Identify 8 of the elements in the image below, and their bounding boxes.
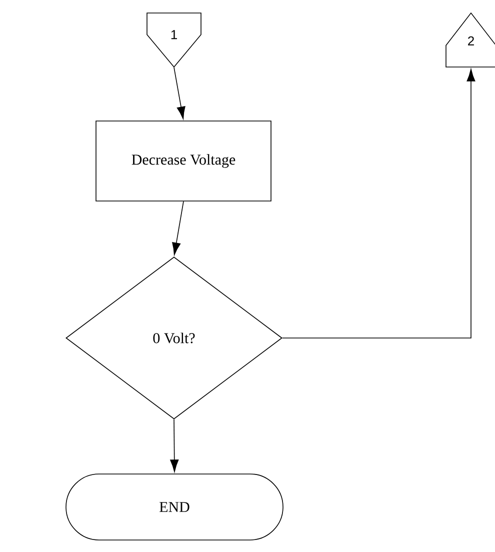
terminator: END (66, 474, 284, 540)
offpage-connector: 1 (146, 12, 202, 68)
arrow (170, 419, 179, 472)
offpage-connector: 2 (446, 12, 495, 68)
arrow (172, 201, 184, 256)
process-box: Decrease Voltage (96, 120, 272, 202)
arrow (282, 68, 476, 338)
arrow (174, 67, 186, 120)
